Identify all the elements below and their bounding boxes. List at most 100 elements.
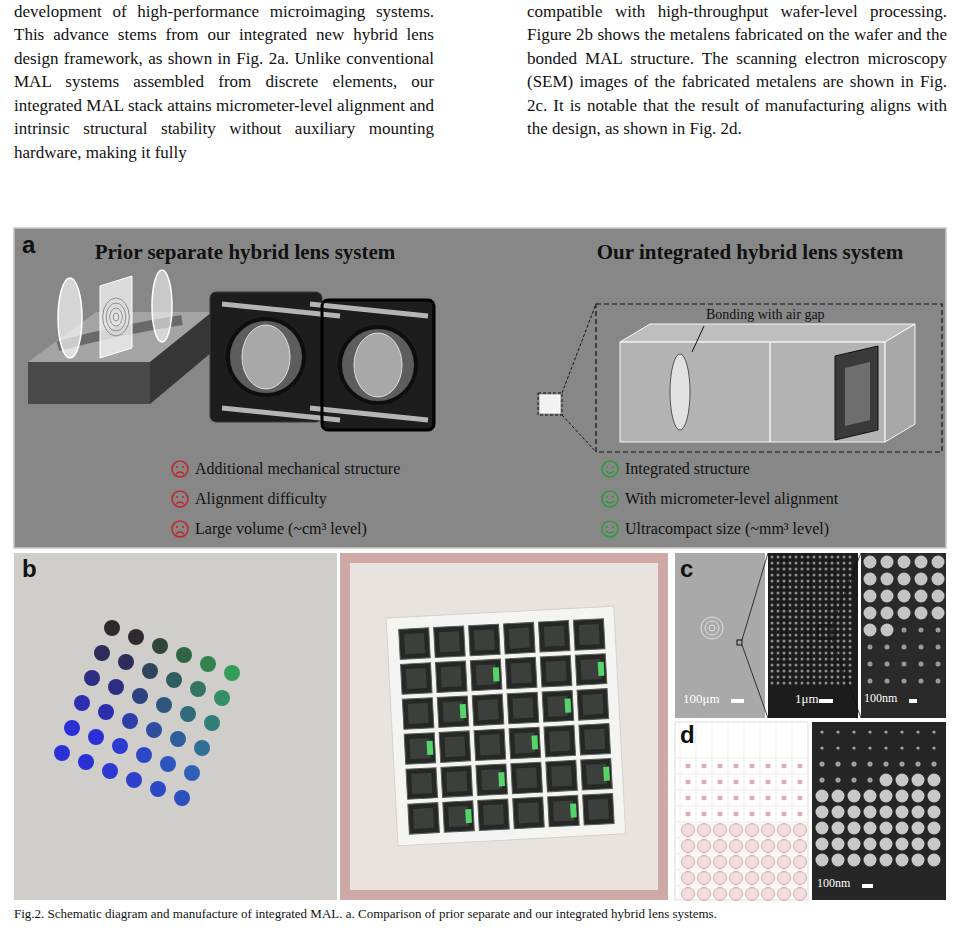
nanopillar bbox=[777, 556, 780, 559]
nanopillar bbox=[912, 790, 925, 803]
metalens-plate bbox=[100, 276, 132, 358]
nanopillar bbox=[807, 574, 810, 577]
module-window bbox=[404, 633, 425, 654]
mounted-lens bbox=[242, 325, 290, 389]
nanopillar bbox=[832, 854, 845, 867]
nanopillar bbox=[813, 634, 816, 637]
designed-pillar bbox=[766, 796, 770, 800]
nanopillar bbox=[915, 573, 928, 586]
nanopillar bbox=[777, 580, 780, 583]
nanopillar bbox=[813, 670, 816, 673]
nanopillar bbox=[864, 607, 877, 620]
nanopillar bbox=[801, 568, 804, 571]
designed-pillar bbox=[714, 872, 727, 885]
nanopillar bbox=[795, 586, 798, 589]
nanopillar bbox=[807, 592, 810, 595]
nanopillar bbox=[771, 598, 774, 601]
designed-pillar bbox=[746, 824, 759, 837]
metalens-on-wafer bbox=[128, 629, 144, 645]
cage-mount bbox=[210, 292, 434, 430]
metalens-on-wafer bbox=[224, 665, 240, 681]
metalens-on-wafer bbox=[180, 706, 196, 722]
nanopillar bbox=[837, 628, 840, 631]
nanopillar bbox=[912, 854, 925, 867]
nanopillar bbox=[789, 586, 792, 589]
nanopillar bbox=[831, 598, 834, 601]
nanopillar bbox=[777, 676, 780, 679]
nanopillar bbox=[837, 574, 840, 577]
metalens-on-wafer bbox=[74, 695, 90, 711]
nanopillar bbox=[783, 574, 786, 577]
nanopillar bbox=[831, 568, 834, 571]
nanopillar bbox=[801, 682, 804, 685]
advantage-item: With micrometer-level alignment bbox=[625, 489, 925, 508]
nanopillar bbox=[849, 610, 852, 613]
nanopillar bbox=[848, 790, 861, 803]
designed-pillar bbox=[718, 796, 722, 800]
designed-pillar bbox=[798, 780, 802, 784]
nanopillar bbox=[777, 628, 780, 631]
designed-pillar bbox=[746, 856, 759, 869]
nanopillar bbox=[789, 556, 792, 559]
panel-letter: c bbox=[680, 556, 704, 582]
face-eye bbox=[612, 496, 614, 498]
nanopillar bbox=[789, 574, 792, 577]
bonded-module bbox=[406, 768, 438, 800]
nanopillar bbox=[915, 590, 928, 603]
nanopillar bbox=[843, 676, 846, 679]
green-reflection bbox=[531, 735, 538, 749]
nanopillar bbox=[777, 664, 780, 667]
nanopillar bbox=[868, 746, 871, 749]
nanopillar bbox=[825, 634, 828, 637]
advantage-item: Ultracompact size (~mm³ level) bbox=[625, 519, 925, 538]
module-window bbox=[509, 628, 530, 649]
designed-pillar bbox=[686, 796, 690, 800]
nanopillar bbox=[932, 730, 935, 733]
metalens-on-wafer bbox=[122, 713, 138, 729]
integrated-module-small bbox=[540, 395, 560, 413]
nanopillar bbox=[807, 598, 810, 601]
nanopillar bbox=[783, 622, 786, 625]
nanopillar bbox=[771, 676, 774, 679]
nanopillar bbox=[816, 854, 829, 867]
nanopillar bbox=[831, 658, 834, 661]
nanopillar bbox=[819, 670, 822, 673]
nanopillar bbox=[896, 822, 909, 835]
nanopillar bbox=[885, 645, 890, 650]
face-eye bbox=[612, 466, 614, 468]
nanopillar bbox=[898, 556, 911, 569]
scale-bar bbox=[909, 699, 917, 703]
nanopillar bbox=[843, 646, 846, 649]
module-window bbox=[406, 668, 427, 689]
metalens-ring bbox=[103, 298, 130, 336]
designed-pillar bbox=[762, 856, 775, 869]
cage-rod bbox=[310, 304, 428, 316]
nanopillar bbox=[795, 676, 798, 679]
nanopillar bbox=[771, 574, 774, 577]
nanopillar bbox=[813, 664, 816, 667]
nanopillar bbox=[851, 761, 856, 766]
nanopillar bbox=[795, 580, 798, 583]
nanopillar bbox=[819, 676, 822, 679]
module-window bbox=[478, 699, 499, 720]
nanopillar bbox=[807, 622, 810, 625]
module-window bbox=[483, 804, 504, 825]
nanopillar bbox=[831, 664, 834, 667]
integrated-stack bbox=[620, 324, 915, 442]
nanopillar bbox=[928, 838, 941, 851]
nanopillar bbox=[915, 556, 928, 569]
refractive-lens bbox=[670, 354, 690, 430]
nanopillar bbox=[789, 652, 792, 655]
nanopillar bbox=[819, 664, 822, 667]
grid-line bbox=[760, 722, 761, 900]
nanopillar bbox=[819, 634, 822, 637]
metalens-on-wafer bbox=[126, 772, 142, 788]
metalens-on-wafer bbox=[184, 765, 200, 781]
nanopillar bbox=[849, 556, 852, 559]
nanopillar bbox=[880, 774, 893, 787]
nanopillar bbox=[807, 610, 810, 613]
nanopillar bbox=[932, 556, 945, 569]
designed-pillar bbox=[714, 840, 727, 853]
module-window bbox=[511, 663, 532, 684]
bonded-module bbox=[546, 760, 578, 792]
